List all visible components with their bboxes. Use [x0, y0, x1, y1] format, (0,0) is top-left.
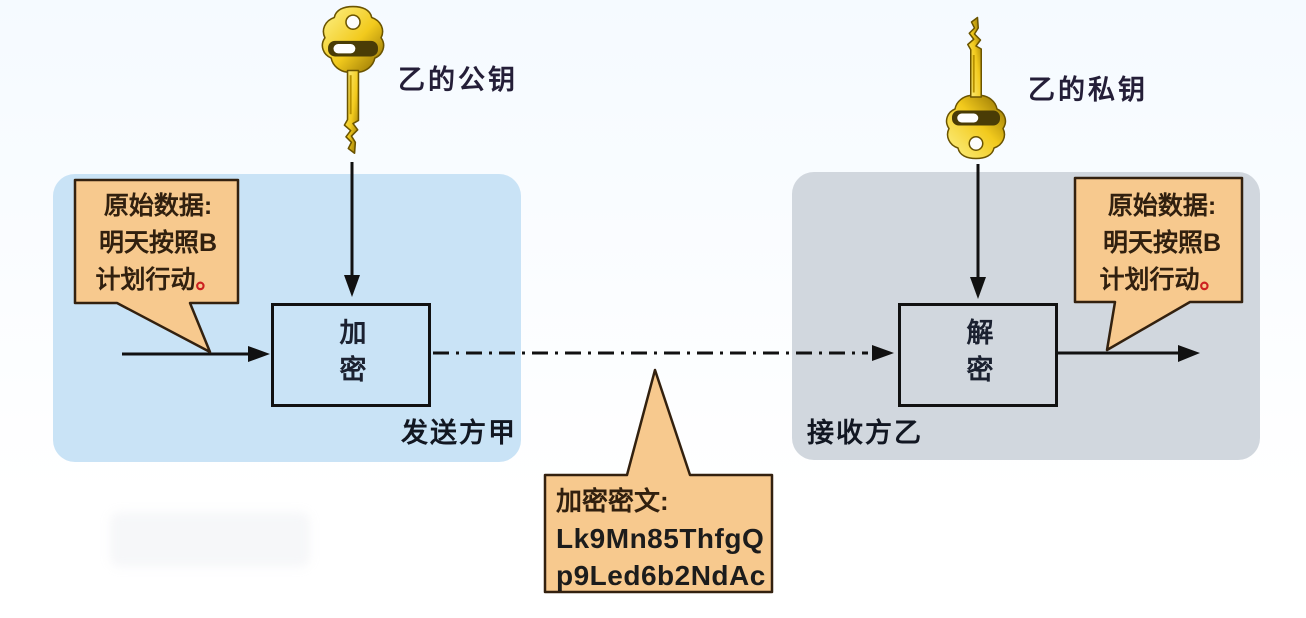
plaintext-line2: 明天按照B — [98, 229, 218, 257]
callout-shape — [1073, 176, 1244, 352]
public-key-label: 乙的公钥 — [398, 65, 518, 95]
receiver-plaintext-callout: 原始数据: 明天按照B 计划行动。 — [1070, 174, 1250, 356]
plaintext-line1: 原始数据: — [103, 192, 213, 220]
receiver-plaintext-text: 原始数据: 明天按照B 计划行动。 — [1086, 188, 1238, 299]
decrypt-box: 解密 — [898, 303, 1058, 407]
callout-shape — [543, 368, 774, 594]
red-period: 。 — [195, 266, 221, 294]
plaintext-line3: 计划行动。 — [95, 266, 221, 294]
ciphertext-line1: Lk9Mn85ThfgQ — [556, 523, 765, 554]
private-key-label: 乙的私钥 — [1028, 75, 1148, 105]
ciphertext-text: 加密密文: Lk9Mn85ThfgQ p9Led6b2NdAc — [556, 483, 766, 594]
sender-panel-label: 发送方甲 — [401, 418, 517, 448]
decrypt-box-label: 解密 — [962, 318, 993, 392]
red-period: 。 — [1199, 266, 1225, 294]
encrypt-box-label: 加密 — [335, 318, 366, 392]
watermark — [110, 512, 310, 567]
ciphertext-line2: p9Led6b2NdAc — [556, 560, 766, 591]
callout-shape — [73, 178, 240, 354]
private-key-icon — [945, 16, 1007, 160]
ciphertext-title: 加密密文: — [556, 486, 669, 516]
plaintext-line2: 明天按照B — [1102, 229, 1222, 257]
encrypt-box: 加密 — [271, 303, 431, 407]
plaintext-line3: 计划行动。 — [1099, 266, 1225, 294]
plaintext-line1: 原始数据: — [1107, 192, 1217, 220]
sender-plaintext-callout: 原始数据: 明天按照B 计划行动。 — [70, 176, 250, 356]
public-key-icon — [321, 5, 385, 154]
ciphertext-callout: 加密密文: Lk9Mn85ThfgQ p9Led6b2NdAc — [540, 365, 780, 597]
receiver-panel-label: 接收方乙 — [807, 418, 923, 448]
sender-plaintext-text: 原始数据: 明天按照B 计划行动。 — [82, 188, 234, 299]
